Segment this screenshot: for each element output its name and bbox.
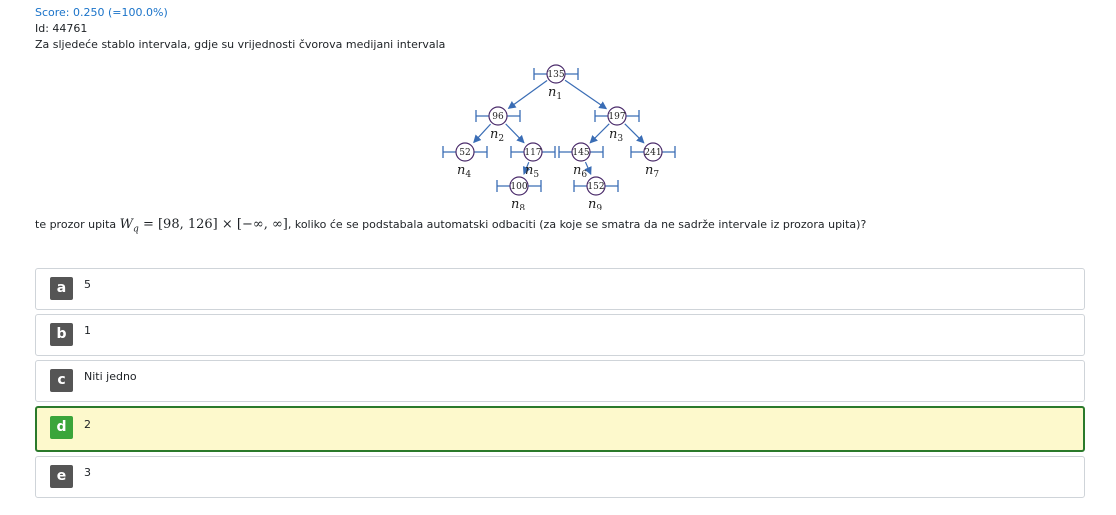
- option-e[interactable]: e 3: [35, 456, 1085, 498]
- tree-edge-4: [505, 123, 525, 144]
- tree-edge-2: [564, 79, 608, 110]
- option-letter: c: [50, 369, 73, 392]
- tree-node-n3: 197 n3: [594, 106, 640, 144]
- svg-text:145: 145: [572, 148, 589, 158]
- svg-text:n1: n1: [548, 85, 562, 102]
- option-c[interactable]: c Niti jedno: [35, 360, 1085, 402]
- option-a[interactable]: a 5: [35, 268, 1085, 310]
- question-intro: Za sljedeće stablo intervala, gdje su vr…: [35, 38, 446, 51]
- svg-text:135: 135: [547, 70, 564, 80]
- svg-text:52: 52: [459, 148, 470, 158]
- svg-text:n9: n9: [588, 197, 602, 210]
- svg-text:241: 241: [644, 148, 661, 158]
- tree-edge-6: [624, 123, 645, 144]
- option-text: 3: [84, 466, 91, 479]
- svg-text:197: 197: [608, 112, 625, 122]
- svg-text:n3: n3: [609, 127, 623, 144]
- tree-node-n9: 152 n9: [573, 176, 619, 210]
- tree-node-n7: 241 n7: [630, 142, 676, 180]
- tree-node-n1: 135 n1: [533, 64, 579, 102]
- svg-text:n8: n8: [511, 197, 525, 210]
- tree-node-n6: 145 n6: [558, 142, 604, 180]
- interval-tree-figure: 135 n1 96 n2 197 n3 52 n4 117 n5 145 n6 241 n7 100 n8 15…: [442, 64, 676, 210]
- tree-node-n5: 117 n5: [510, 142, 556, 180]
- svg-text:n6: n6: [573, 163, 587, 180]
- svg-text:n2: n2: [490, 127, 504, 144]
- option-text: 2: [84, 418, 91, 431]
- option-letter: d: [50, 416, 73, 439]
- svg-text:117: 117: [524, 148, 541, 158]
- tree-edge-8: [584, 161, 592, 176]
- tree-edge-7: [522, 161, 531, 175]
- svg-text:n5: n5: [525, 163, 539, 180]
- tree-edge-5: [589, 123, 610, 144]
- svg-text:96: 96: [492, 112, 504, 122]
- svg-text:n4: n4: [457, 163, 471, 180]
- question-id: Id: 44761: [35, 22, 88, 35]
- option-letter: e: [50, 465, 73, 488]
- option-b[interactable]: b 1: [35, 314, 1085, 356]
- option-letter: b: [50, 323, 73, 346]
- svg-text:n7: n7: [645, 163, 659, 180]
- tree-node-n8: 100 n8: [496, 176, 542, 210]
- option-text: Niti jedno: [84, 370, 137, 383]
- option-text: 1: [84, 324, 91, 337]
- query-text: te prozor upita Wq = [98, 126] × [−∞, ∞]…: [35, 217, 866, 235]
- query-window-math: Wq = [98, 126] × [−∞, ∞]: [119, 217, 288, 235]
- tree-node-n2: 96 n2: [475, 106, 521, 144]
- option-text: 5: [84, 278, 91, 291]
- tree-edge-1: [507, 79, 548, 109]
- option-letter: a: [50, 277, 73, 300]
- svg-text:152: 152: [587, 182, 604, 192]
- query-prefix: te prozor upita: [35, 218, 117, 231]
- query-suffix: , koliko će se podstabala automatski odb…: [287, 218, 867, 231]
- tree-edge-3: [473, 123, 492, 144]
- answer-options: a 5 b 1 c Niti jedno d 2 e 3: [35, 268, 1085, 502]
- svg-text:100: 100: [510, 182, 527, 192]
- option-d[interactable]: d 2: [35, 406, 1085, 452]
- score-link[interactable]: Score: 0.250 (=100.0%): [35, 6, 168, 19]
- tree-node-n4: 52 n4: [442, 142, 488, 180]
